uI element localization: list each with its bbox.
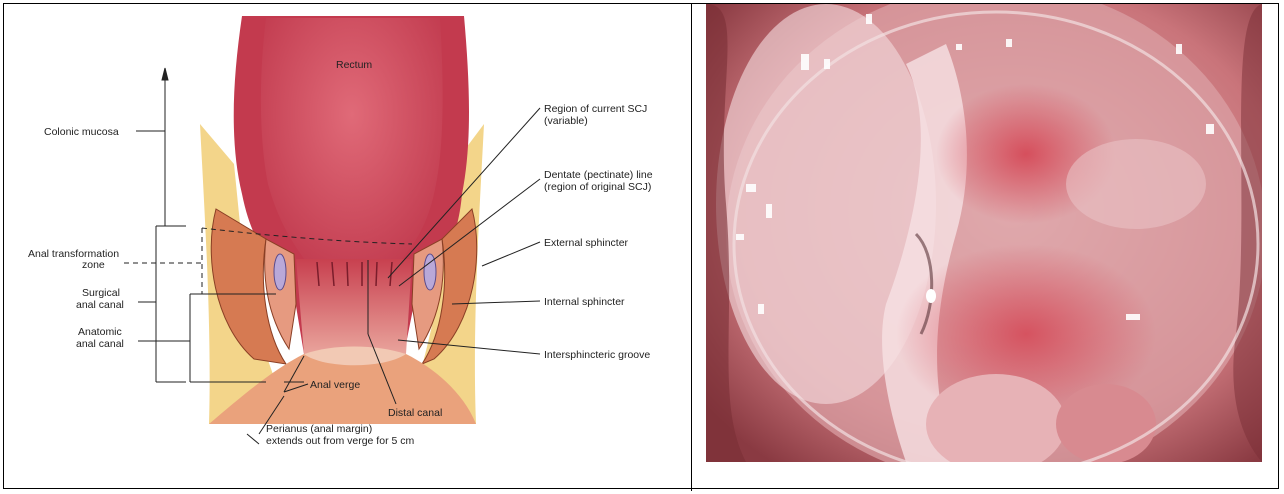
label-surgical-anal-canal-1: Surgical xyxy=(82,287,120,299)
label-anatomic-anal-canal-2: anal canal xyxy=(76,338,124,350)
anoscopy-image xyxy=(706,4,1262,462)
anoscopy-photo xyxy=(706,4,1262,462)
anatomy-diagram: Rectum Colonic mucosa Anal transformatio… xyxy=(4,4,690,488)
label-perianus-1: Perianus (anal margin) xyxy=(266,423,372,435)
label-surgical-anal-canal-2: anal canal xyxy=(76,299,124,311)
anal-canal xyxy=(296,259,412,354)
label-anal-verge: Anal verge xyxy=(310,379,360,391)
label-distal-canal: Distal canal xyxy=(388,407,442,419)
label-intersphincteric-groove: Intersphincteric groove xyxy=(544,349,650,361)
cell-divider xyxy=(691,3,692,491)
label-external-sphincter: External sphincter xyxy=(544,237,629,249)
anatomy-diagram-panel: Rectum Colonic mucosa Anal transformatio… xyxy=(4,4,690,488)
label-anal-transformation-zone-1: Anal transformation xyxy=(28,248,119,260)
label-anatomic-anal-canal-1: Anatomic xyxy=(78,326,122,338)
rectum-label: Rectum xyxy=(336,59,372,71)
label-scj-2: (variable) xyxy=(544,115,588,127)
label-internal-sphincter: Internal sphincter xyxy=(544,296,625,308)
label-dentate-2: (region of original SCJ) xyxy=(544,181,651,193)
label-perianus-2: extends out from verge for 5 cm xyxy=(266,435,414,447)
label-dentate-1: Dentate (pectinate) line xyxy=(544,169,653,181)
label-colonic-mucosa: Colonic mucosa xyxy=(44,126,119,138)
label-anal-transformation-zone-2: zone xyxy=(82,259,105,271)
label-scj-1: Region of current SCJ xyxy=(544,103,647,115)
